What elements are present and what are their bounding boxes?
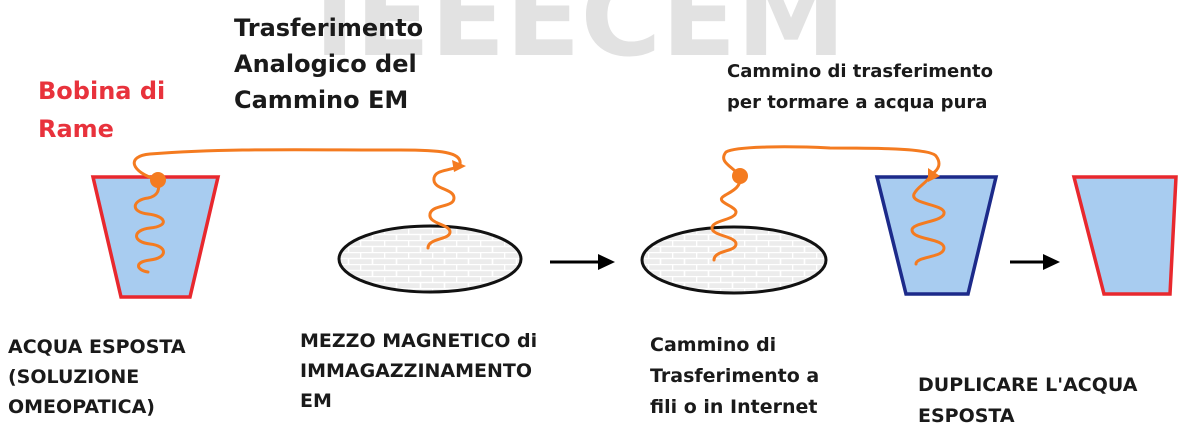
coil-label-line-1: Bobina di — [38, 77, 166, 105]
return-path-label: Cammino di trasferimento per tormare a a… — [727, 56, 993, 118]
coil-connector-dot — [150, 172, 166, 188]
exposed-water-line-2: (SOLUZIONE — [8, 366, 140, 388]
magnetic-medium-label: MEZZO MAGNETICO di IMMAGAZZINAMENTO EM — [300, 326, 537, 416]
magnetic-medium-line-3: EM — [300, 390, 332, 412]
copper-coil-disc1 — [426, 162, 462, 250]
watermark-text: IEEECEM — [314, 0, 846, 81]
duplicate-water-line-2: ESPOSTA — [918, 405, 1015, 427]
magnetic-medium-line-1: MEZZO MAGNETICO di — [300, 330, 538, 352]
copper-coil-disc2 — [710, 174, 742, 262]
transfer-path-label: Cammino di Trasferimento a fili o in Int… — [650, 330, 819, 423]
exposed-water-line-1: ACQUA ESPOSTA — [8, 336, 186, 358]
duplicate-water-cup — [1071, 175, 1178, 296]
return-path-line-2: per tormare a acqua pura — [727, 92, 988, 113]
diagram-canvas: IEEECEM — [90, 0, 1178, 299]
copper-coil-label: Bobina di Rame — [38, 72, 165, 148]
diagram-title: Trasferimento Analogico del Cammino EM — [234, 10, 423, 118]
transfer-disc — [640, 225, 828, 295]
transfer-path-line-2: Trasferimento a — [650, 365, 820, 387]
title-line-3: Cammino EM — [234, 86, 409, 114]
arrow-right-icon-2 — [1010, 254, 1060, 270]
coil-arrow-tip — [452, 160, 466, 172]
exposed-water-cup — [90, 175, 221, 299]
magnetic-medium-line-2: IMMAGAZZINAMENTO — [300, 360, 533, 382]
return-path-line-1: Cammino di trasferimento — [727, 61, 993, 82]
exposed-water-label: ACQUA ESPOSTA (SOLUZIONE OMEOPATICA) — [8, 332, 186, 422]
copper-coil-cup3 — [910, 172, 946, 266]
transfer-path-line-1: Cammino di — [650, 334, 777, 356]
receiving-water-cup — [874, 175, 999, 296]
arrow-right-icon — [550, 254, 615, 270]
title-line-2: Analogico del — [234, 50, 417, 78]
duplicate-water-line-1: DUPLICARE L'ACQUA — [918, 374, 1138, 396]
exposed-water-line-3: OMEOPATICA) — [8, 396, 155, 418]
coil-connector-dot-2 — [732, 168, 748, 184]
coil-label-line-2: Rame — [38, 115, 114, 143]
copper-wire-top — [132, 148, 462, 182]
magnetic-storage-disc — [337, 224, 523, 294]
coil-arrow-tip-2 — [928, 168, 940, 182]
copper-coil-cup1 — [133, 178, 165, 274]
title-line-1: Trasferimento — [234, 14, 424, 42]
transfer-path-line-3: fili o in Internet — [650, 396, 818, 418]
duplicate-water-label: DUPLICARE L'ACQUA ESPOSTA — [918, 370, 1137, 432]
copper-wire-return — [722, 145, 941, 178]
